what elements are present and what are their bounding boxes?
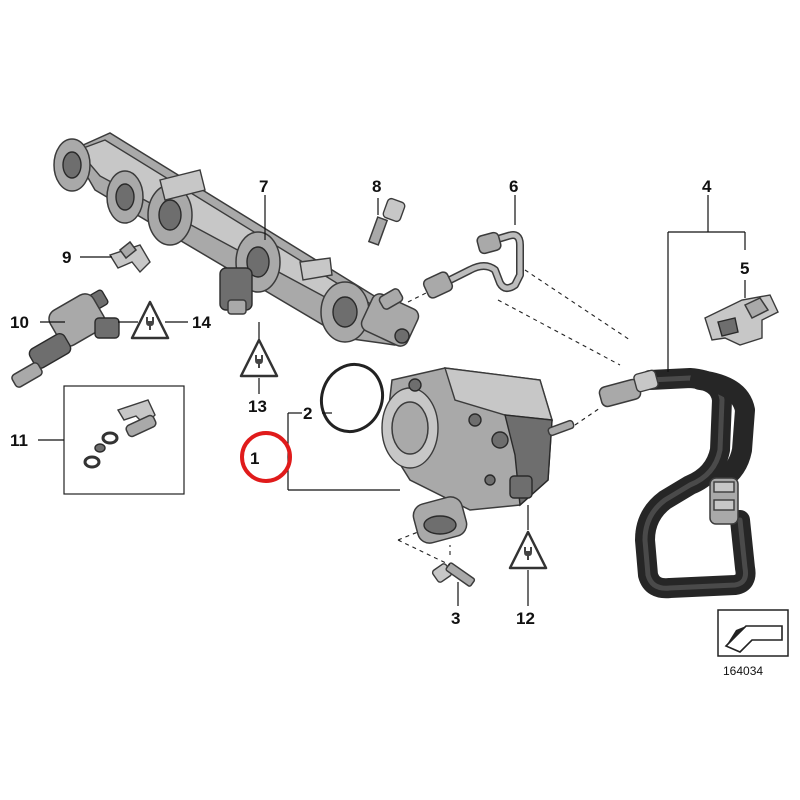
electrical-warning-icon	[239, 338, 279, 378]
fuel-injector	[11, 289, 120, 388]
callout-8[interactable]: 8	[372, 177, 381, 196]
electrical-warning-icon	[130, 300, 170, 340]
high-pressure-line	[422, 231, 524, 299]
callout-5[interactable]: 5	[740, 259, 749, 278]
callout-1[interactable]: 1	[250, 449, 259, 468]
reference-arrow-icon	[724, 625, 783, 653]
reference-number: 164034	[723, 664, 763, 678]
clip-9	[108, 240, 151, 274]
callout-3[interactable]: 3	[451, 609, 460, 628]
bolt-3	[431, 562, 476, 587]
high-pressure-pump	[381, 367, 575, 544]
seal-kit	[63, 385, 185, 495]
callout-4[interactable]: 4	[702, 177, 712, 196]
highlight-circle	[240, 431, 292, 483]
callout-2[interactable]: 2	[303, 404, 312, 423]
fuel-feed-hose	[598, 368, 756, 599]
callout-labels: 1 2 3 4 5 6 7 8 9 10 11 12 13 14	[10, 177, 749, 628]
callout-9[interactable]: 9	[62, 248, 71, 267]
callout-14[interactable]: 14	[192, 313, 211, 332]
callout-12[interactable]: 12	[516, 609, 535, 628]
callout-10[interactable]: 10	[10, 313, 29, 332]
callout-7[interactable]: 7	[259, 177, 268, 196]
callout-11[interactable]: 11	[10, 431, 28, 450]
callout-13[interactable]: 13	[248, 397, 267, 416]
reference-box: 164034	[717, 609, 789, 678]
electrical-warning-icon	[508, 530, 548, 570]
hose-clip	[704, 294, 779, 346]
o-ring	[320, 362, 384, 434]
fuel-rail	[53, 132, 420, 347]
dashed-assembly-lines	[397, 269, 631, 566]
callout-6[interactable]: 6	[509, 177, 518, 196]
bolt-8	[367, 197, 406, 246]
